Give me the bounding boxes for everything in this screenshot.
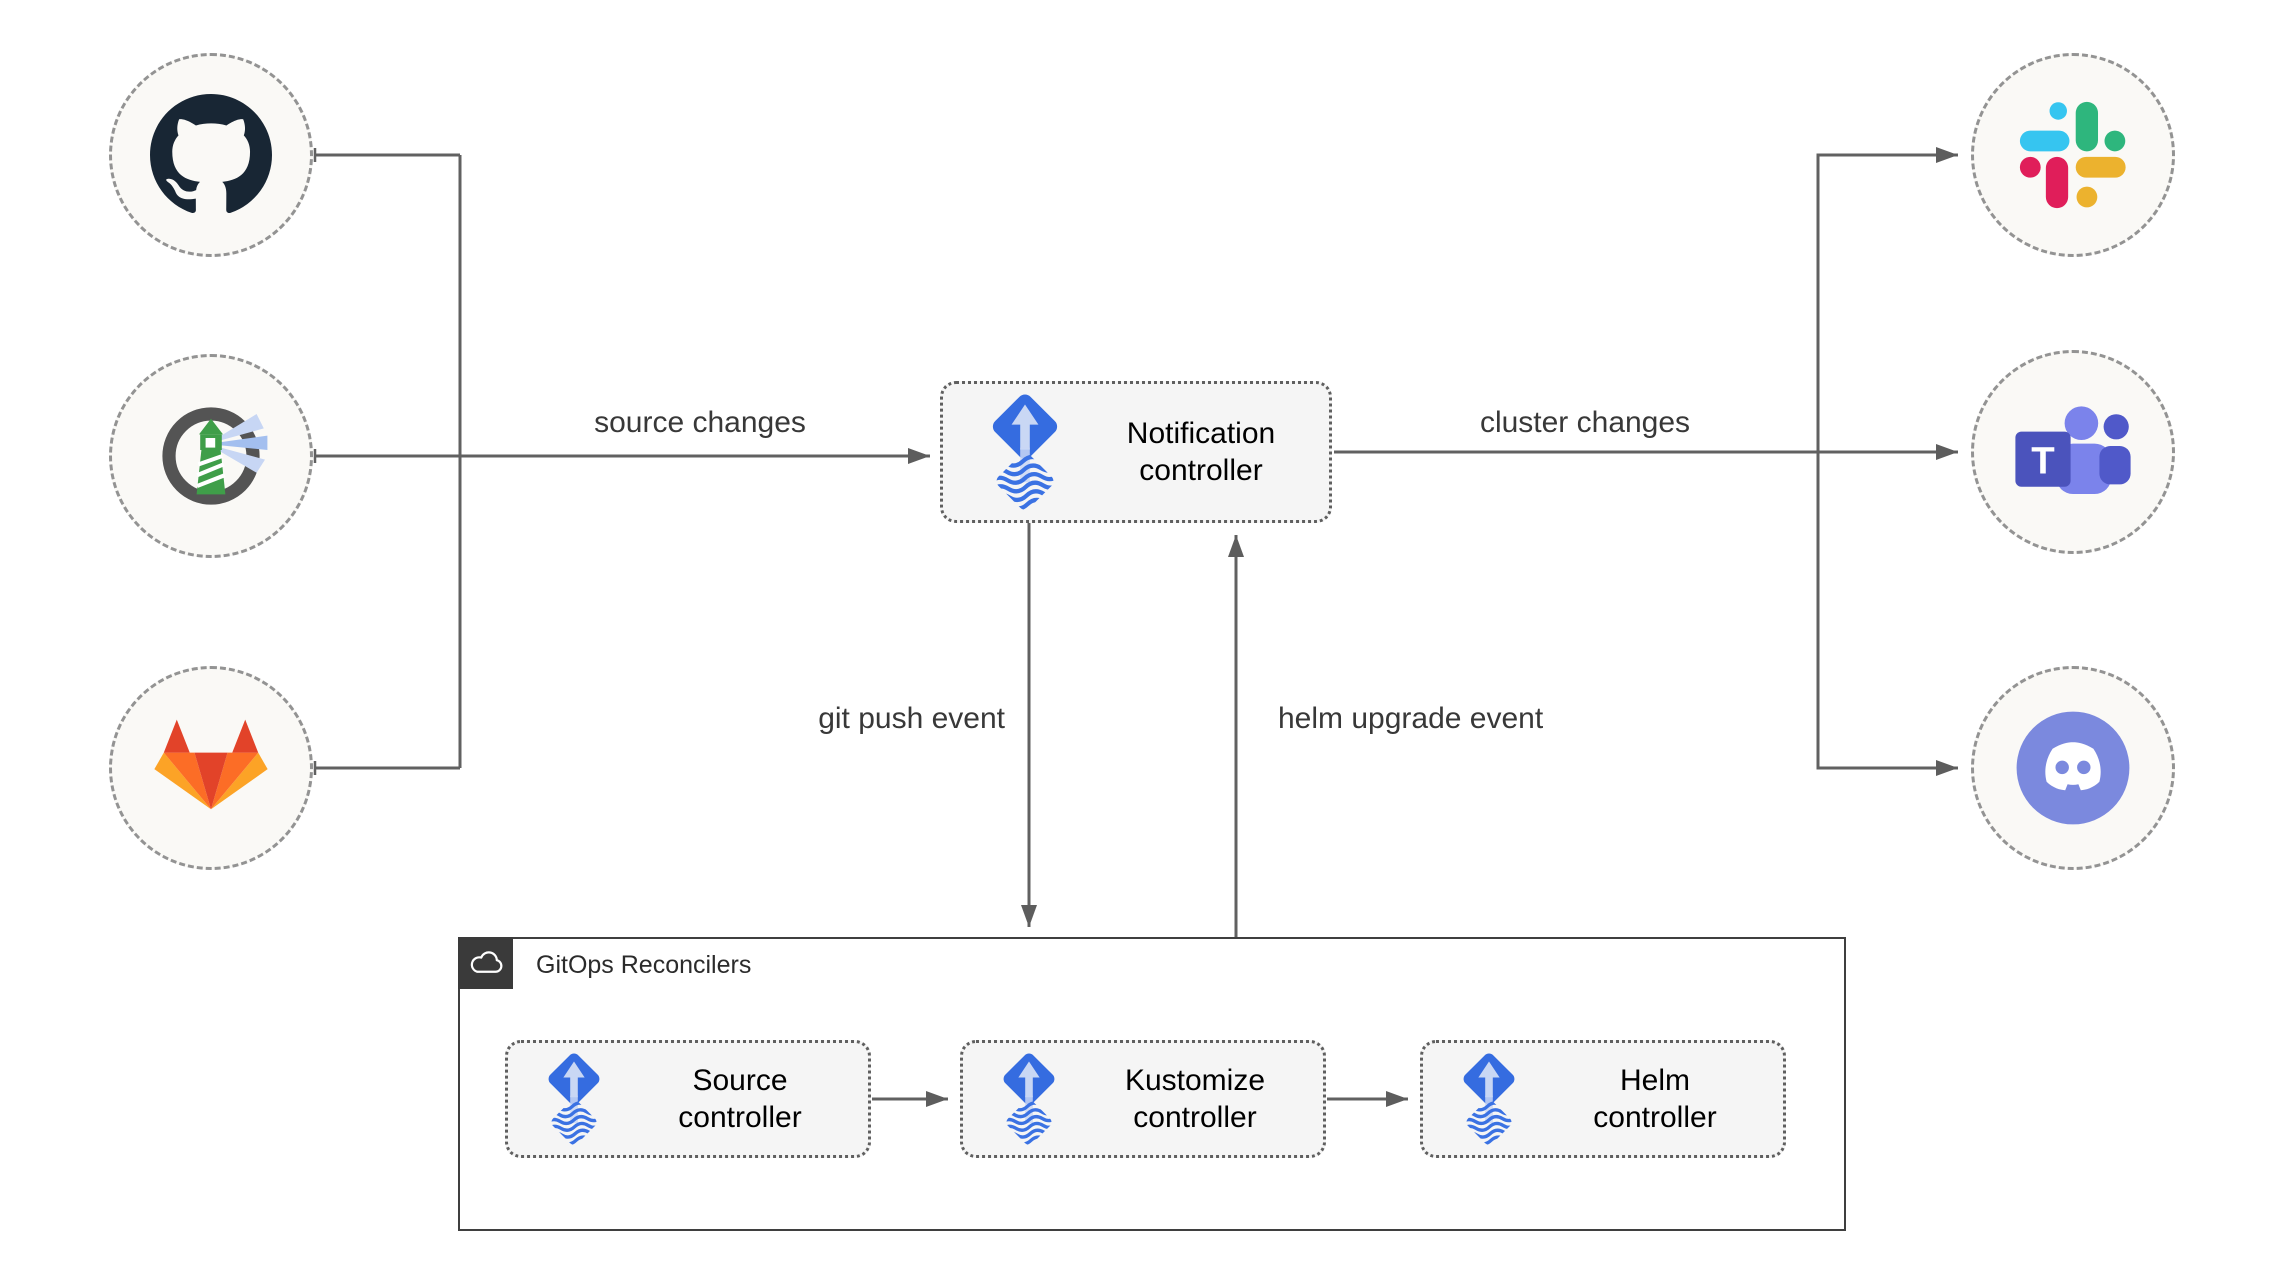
gitlab-icon [154, 719, 268, 810]
node-label: Helm controller [1527, 1062, 1783, 1137]
node-notification-controller: Notification controller [940, 381, 1332, 523]
node-teams: T [1971, 350, 2175, 554]
container-title: GitOps Reconcilers [536, 951, 752, 979]
edge-label-helm-upgrade-event: helm upgrade event [1278, 702, 1544, 735]
discord-icon [2016, 711, 2130, 825]
flux-icon [977, 390, 1073, 515]
edge-right-trunk [1816, 147, 1958, 776]
cloud-badge [458, 937, 513, 989]
harbor-icon [162, 407, 268, 505]
node-discord [1971, 666, 2175, 870]
node-label: Kustomize controller [1067, 1062, 1323, 1137]
edge-label-source-changes: source changes [594, 406, 806, 439]
node-source-controller: Source controller [505, 1040, 871, 1158]
cloud-icon [470, 951, 502, 973]
node-harbor [109, 354, 313, 558]
node-kustomize-controller: Kustomize controller [960, 1040, 1326, 1158]
node-helm-controller: Helm controller [1420, 1040, 1786, 1158]
flux-icon [991, 1050, 1067, 1149]
node-label: Notification controller [1073, 415, 1329, 490]
flux-icon [536, 1050, 612, 1149]
kustomize-controller-label: Kustomize controller [1124, 1063, 1266, 1135]
edge-label-cluster-changes: cluster changes [1479, 406, 1691, 439]
edge-left-trunk [313, 148, 462, 775]
edge-label-git-push-event: git push event [818, 702, 1005, 735]
node-gitlab [109, 666, 313, 870]
teams-t-glyph: T [2031, 440, 2055, 483]
node-slack [1971, 53, 2175, 257]
teams-icon: T [2015, 406, 2131, 494]
gitops-reconcilers-container [458, 937, 1846, 1231]
node-label: Source controller [612, 1062, 868, 1137]
github-icon [150, 94, 272, 213]
flux-icon [1451, 1050, 1527, 1149]
source-controller-label: Source controller [678, 1063, 802, 1135]
helm-controller-label: Helm controller [1593, 1063, 1717, 1135]
slack-icon [2019, 101, 2126, 209]
notification-controller-label: Notification controller [1126, 416, 1276, 488]
node-github [109, 53, 313, 257]
